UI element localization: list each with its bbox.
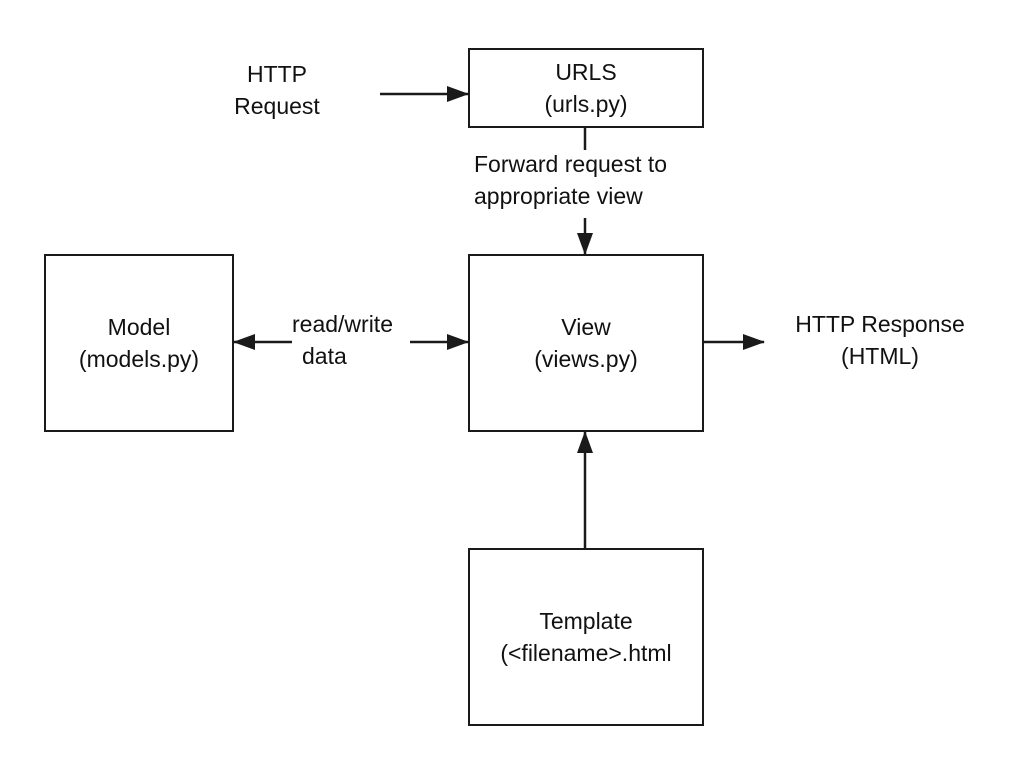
forward-request-line1: Forward request to (474, 151, 668, 177)
http-response-line1: HTTP Response (795, 311, 965, 337)
template-file: (<filename>.html (500, 640, 672, 666)
http-request-line1: HTTP (246, 61, 308, 87)
read-write-data-label: read/write data (292, 308, 393, 372)
template-title: Template (539, 608, 633, 634)
view-file: (views.py) (534, 346, 638, 372)
http-response-line2: (HTML) (841, 343, 919, 369)
http-request-line2: Request (234, 93, 320, 119)
model-box: Model (models.py) (44, 254, 234, 432)
template-box: Template (<filename>.html (468, 548, 704, 726)
forward-request-line2: appropriate view (474, 183, 643, 209)
model-file: (models.py) (78, 346, 200, 372)
http-response-label: HTTP Response (HTML) (776, 308, 984, 372)
http-request-label: HTTP Request (214, 58, 340, 122)
read-write-line2: data (302, 343, 347, 369)
urls-title: URLS (555, 59, 617, 85)
view-title: View (561, 314, 611, 340)
read-write-line1: read/write (292, 311, 393, 337)
forward-request-label: Forward request to appropriate view (474, 148, 667, 212)
view-box: View (views.py) (468, 254, 704, 432)
urls-file: (urls.py) (544, 91, 628, 117)
model-title: Model (107, 314, 171, 340)
urls-box: URLS (urls.py) (468, 48, 704, 128)
